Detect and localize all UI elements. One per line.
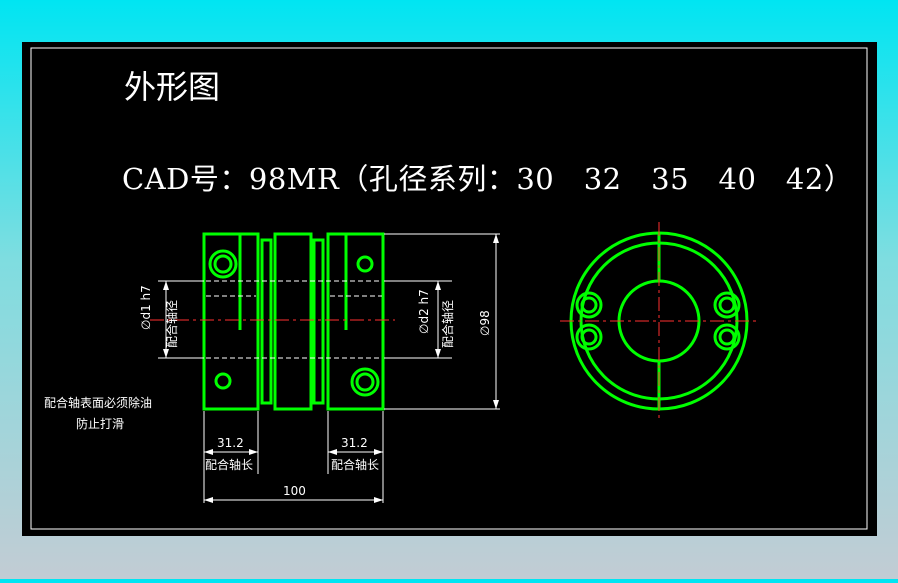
screw-head-icon [713, 291, 741, 319]
bore-right-note: 配合轴径 [440, 300, 455, 348]
clamp-screw-head-icon [350, 367, 380, 397]
surface-note-line2: 防止打滑 [76, 416, 124, 431]
fit-length-right-note: 配合轴长 [331, 457, 379, 472]
drawing-subtitle: CAD号：98MR（孔径系列：30 32 35 40 42） [122, 162, 854, 196]
groove-left [260, 238, 273, 405]
dimensions [158, 233, 500, 503]
coupling-end-view [560, 222, 758, 420]
screw-hole-icon [356, 255, 374, 273]
screw-head-icon [575, 291, 603, 319]
screw-socket-icon [580, 296, 598, 314]
right-hub [326, 232, 385, 411]
clamp-screw-socket-icon [355, 372, 375, 392]
clamp-screw-socket-icon [213, 254, 233, 274]
screw-socket-icon [580, 328, 598, 346]
total-length-dimension: 100 [283, 484, 306, 498]
screw-socket-icon [718, 328, 736, 346]
left-hub [202, 232, 260, 411]
drawing-title: 外形图 [124, 68, 221, 106]
screw-socket-icon [718, 296, 736, 314]
fit-length-left-note: 配合轴长 [205, 457, 253, 472]
bore-hidden-lines [206, 280, 382, 359]
dimension-arrows [163, 234, 499, 503]
screw-head-icon [713, 323, 741, 351]
fit-length-left-dimension: 31.2 [217, 436, 244, 450]
drawing-border [30, 47, 868, 530]
clamp-screw-head-icon [208, 249, 238, 279]
surface-note-line1: 配合轴表面必须除油 [44, 395, 152, 410]
groove-right [312, 238, 325, 405]
outer-diameter-dimension: ∅98 [478, 310, 492, 336]
bore-left-note: 配合轴径 [164, 300, 179, 348]
fit-length-right-dimension: 31.2 [341, 436, 368, 450]
coupling-side-view [150, 232, 395, 411]
center-body [273, 232, 313, 411]
screw-head-icon [575, 323, 603, 351]
screw-hole-icon [214, 372, 232, 390]
end-view-centerlines [560, 222, 758, 420]
bore-left-dimension: ∅d1 h7 [139, 285, 153, 330]
bore-right-dimension: ∅d2 h7 [417, 289, 431, 334]
